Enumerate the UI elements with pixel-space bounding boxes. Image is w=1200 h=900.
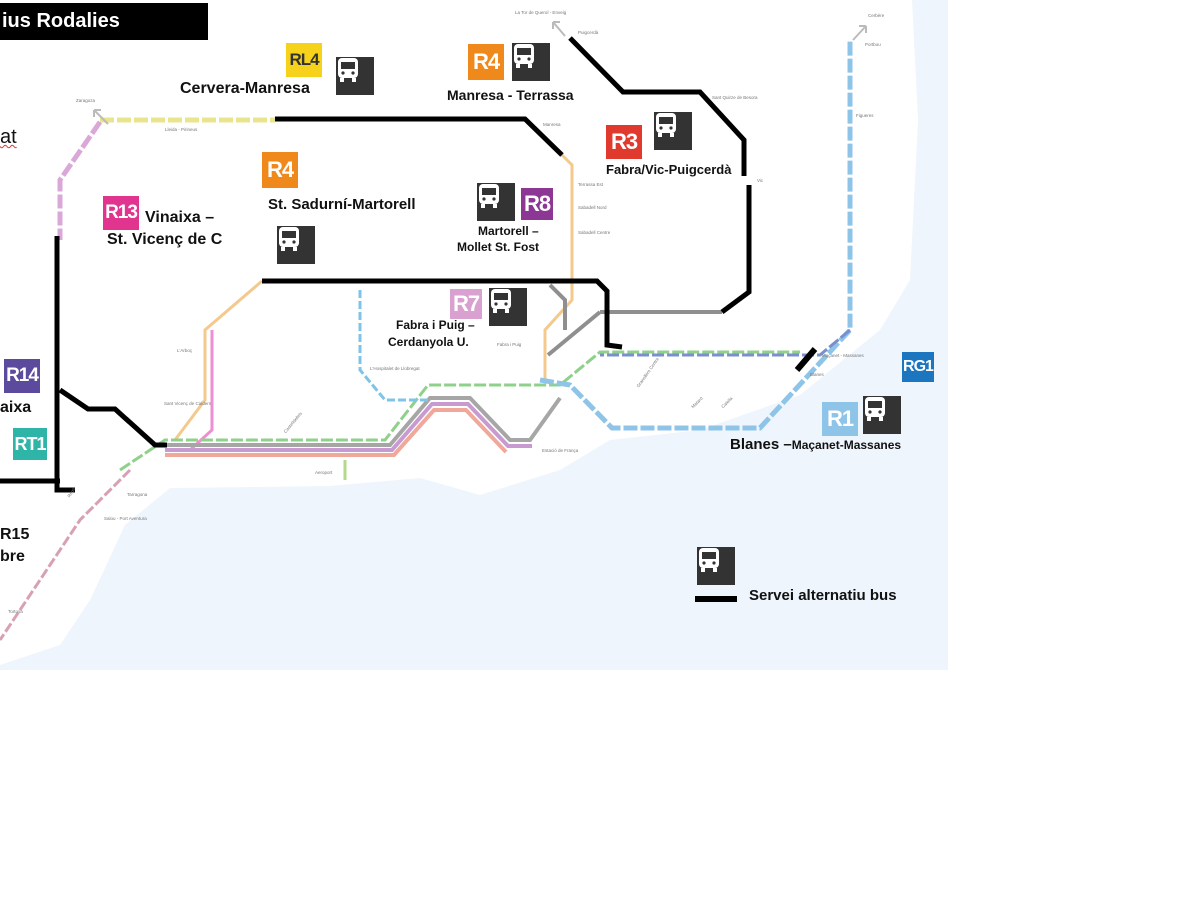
station-label: L'Arboç (177, 348, 193, 353)
bus-routes (0, 36, 818, 493)
bus-icon (654, 112, 692, 150)
rail-r1 (539, 40, 853, 431)
station-label: Sant Quirze de Besora (712, 95, 758, 100)
bus-route-sadurni-martorell (262, 278, 623, 350)
rail-r13 (57, 120, 103, 240)
rail-r8 (358, 290, 430, 402)
arrow-puigcerda-icon (552, 21, 566, 37)
bus-icon (277, 226, 315, 264)
route-badge-r1: R1 (822, 402, 858, 436)
route-label-vinaixa: Vinaixa – (145, 209, 215, 226)
station-label: L'Hospitalet de Llobregat (370, 366, 420, 371)
rail-coast-bundle-4 (119, 350, 800, 472)
rodalies-map: ius Rodalies at Zaragoza Lleida - Pirine… (0, 0, 948, 670)
route-badge-r14: R14 (4, 359, 40, 393)
route-badge-r8: R8 (521, 188, 553, 220)
route-label-fabra-i-puig: Fabra i Puig – (396, 318, 475, 332)
station-label: Salou - Port Aventura (104, 516, 147, 521)
route-badge-r3: R3 (606, 125, 642, 159)
rail-r4-north (543, 153, 574, 380)
bus-route-vic-south (720, 185, 752, 315)
station-label: Vic (757, 178, 764, 183)
route-code-r15: R15 (0, 526, 30, 543)
station-label: Lleida - Pirineus (165, 127, 198, 132)
station-label: Portbou (865, 42, 881, 47)
bus-icon (489, 288, 527, 326)
rail-lines (0, 40, 853, 641)
route-label-macanet: Maçanet-Massanes (791, 438, 902, 452)
station-label: Terrassa Est (578, 182, 604, 187)
legend-line-swatch (695, 596, 737, 602)
bus-icon (336, 57, 374, 95)
station-label: Manresa (543, 122, 561, 127)
bus-route-cervera-manresa (275, 116, 564, 157)
rail-coast-bundle-1 (165, 396, 562, 447)
land-area (0, 0, 918, 665)
bus-route-puigcerda-vic (568, 36, 747, 176)
legend-label: Servei alternatiu bus (749, 587, 897, 604)
station-label: Zaragoza (76, 98, 96, 103)
bus-icon (512, 43, 550, 81)
station-label: Puigcerdà (578, 30, 599, 35)
route-badge-r4: R4 (468, 44, 504, 80)
station-label: La Tor de Querol - Enveig (515, 10, 567, 15)
route-label-manresa-terrassa: Manresa - Terrassa (447, 87, 574, 103)
route-badge-rl4: RL4 (286, 43, 322, 77)
route-label-cerdanyola: Cerdanyola U. (388, 335, 469, 349)
station-label: Fabra i Puig (497, 342, 522, 347)
route-label-st-vicenc: St. Vicenç de C (107, 231, 223, 248)
rail-coast-bundle-3 (165, 408, 508, 457)
rail-r14-south (0, 468, 132, 641)
route-label-r14: aixa (0, 399, 32, 416)
route-label-blanes: Blanes –Maçanet-Massanes (730, 436, 901, 453)
station-label: Cerbère (868, 13, 885, 18)
route-label-sadurni-martorell: St. Sadurní-Martorell (268, 196, 416, 213)
station-label: Sabadell Centre (578, 230, 611, 235)
route-label-mollet-text: Mollet St. Fost (457, 240, 539, 254)
bus-route-r14-diagonal (58, 387, 167, 448)
route-badge-r4-sadurni: R4 (262, 152, 298, 188)
station-label: Blanes (810, 372, 824, 377)
station-label: Aeroport (315, 470, 333, 475)
route-label-r15: bre (0, 548, 25, 565)
map-graphic (0, 0, 918, 665)
page-title: ius Rodalies (0, 3, 208, 40)
rail-r4-west (173, 279, 263, 441)
station-label: Sabadell Nord (578, 205, 607, 210)
station-label: Figueres (856, 113, 874, 118)
bus-icon (477, 183, 515, 221)
route-badge-r7: R7 (450, 289, 482, 319)
rail-gray-r3 (546, 283, 722, 357)
bus-route-r1 (794, 347, 818, 372)
bus-icon (863, 396, 901, 434)
terminal-arrows (93, 21, 867, 125)
station-label: Tarragona (127, 492, 148, 497)
station-label: Estació de França (542, 448, 579, 453)
route-label-martorell: Martorell – (478, 224, 539, 238)
rail-coast-bundle-2 (165, 402, 532, 452)
arrow-cerbere-icon (852, 25, 867, 41)
route-label-fabra-vic-puigcerda: Fabra/Vic-Puigcerdà (606, 162, 732, 177)
station-label: Maçanet - Massanes (822, 353, 864, 358)
route-badge-r13: R13 (103, 196, 139, 230)
legend-bus-icon (697, 547, 735, 585)
route-badge-rt1: RT1 (13, 428, 47, 460)
route-label-mollet: Mollet St. Fost (457, 240, 539, 254)
route-badge-rg1: RG1 (902, 352, 934, 382)
partial-text: at (0, 126, 17, 148)
route-label-cervera-manresa: Cervera-Manresa (180, 80, 310, 97)
rail-rg1 (600, 328, 851, 357)
route-label-blanes-main: Blanes – (730, 436, 792, 453)
arrow-zaragoza-icon (93, 109, 109, 125)
station-label: Sant Vicenç de Calders (164, 401, 211, 406)
bus-route-r14-vertical (54, 236, 75, 493)
station-label: Tortosa (8, 609, 23, 614)
